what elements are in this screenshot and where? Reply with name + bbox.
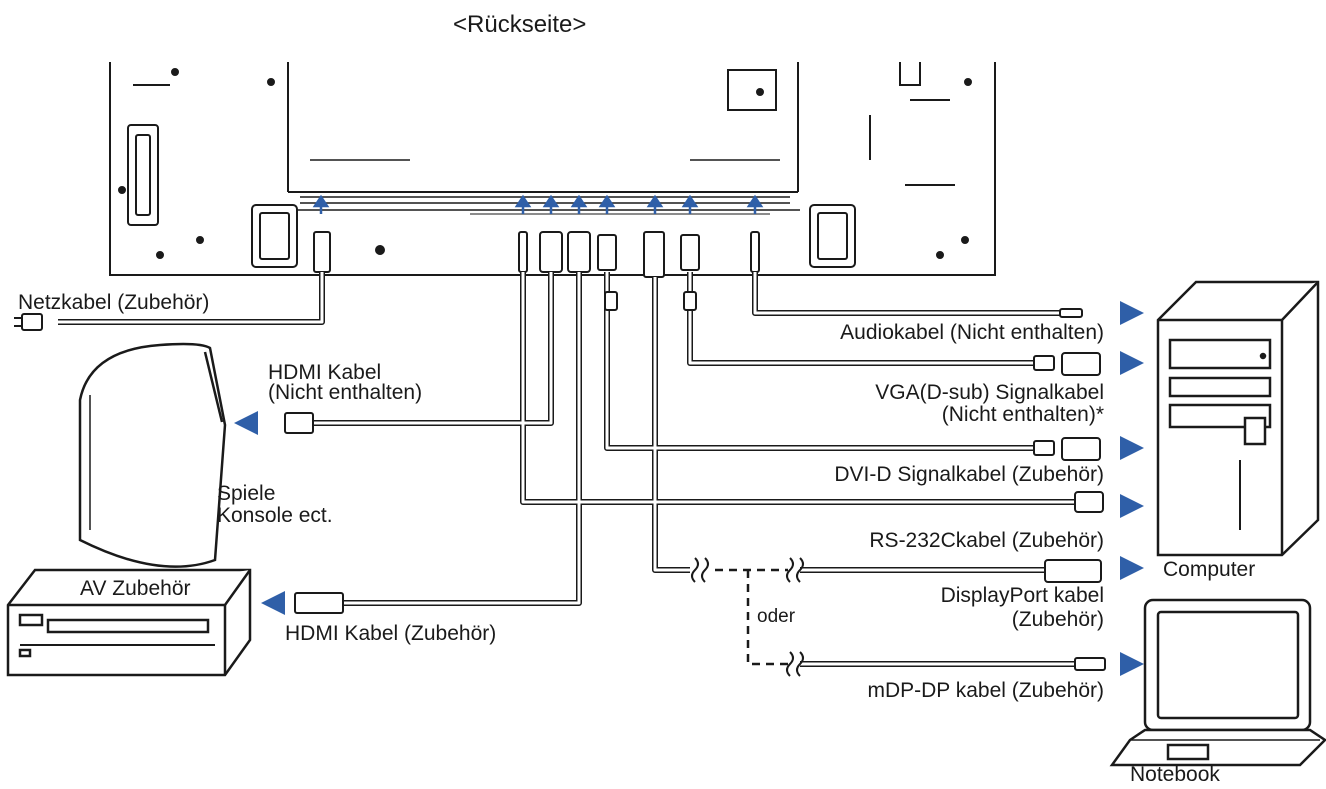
label-vga-2: (Nicht enthalten)* xyxy=(941,403,1104,426)
cable-displayport xyxy=(652,277,690,573)
label-vga-1: VGA(D-sub) Signalkabel xyxy=(875,381,1104,404)
direction-arrows xyxy=(234,301,1144,676)
port-arrow-hdmi2 xyxy=(570,194,588,214)
power-plug-end xyxy=(21,313,43,331)
label-hdmi-console-1: HDMI Kabel xyxy=(268,361,382,384)
label-console-1: Spiele xyxy=(217,482,276,505)
label-notebook: Notebook xyxy=(1130,763,1220,786)
port-arrow-dvi xyxy=(598,194,616,214)
port-arrow-audio-in xyxy=(514,194,532,214)
notebook-device xyxy=(1109,598,1326,767)
cable-hdmi-av xyxy=(340,272,582,606)
label-hdmi-console-2: (Nicht enthalten) xyxy=(268,381,423,404)
connector-plugs xyxy=(313,231,760,278)
hdmi-end-av xyxy=(294,592,344,614)
dvi-end xyxy=(1061,437,1101,461)
av-device xyxy=(6,568,252,677)
port-arrow-dp xyxy=(646,194,664,214)
hdmi-plug-2 xyxy=(567,231,591,273)
audio-plug-2 xyxy=(750,231,760,273)
vga-ferrite xyxy=(1033,355,1055,371)
game-console-device xyxy=(78,342,227,568)
port-arrow-audio-pc xyxy=(746,194,764,214)
label-dvi: DVI-D Signalkabel (Zubehör) xyxy=(834,463,1104,486)
label-av: AV Zubehör xyxy=(80,577,191,600)
port-arrow-power xyxy=(312,194,330,214)
label-computer: Computer xyxy=(1163,558,1256,581)
port-arrow-hdmi1 xyxy=(542,194,560,214)
label-hdmi-av: HDMI Kabel (Zubehör) xyxy=(285,622,497,645)
mdp-end xyxy=(1074,657,1106,671)
alternative-dashed-lines xyxy=(715,568,788,666)
label-netzkabel: Netzkabel (Zubehör) xyxy=(18,291,210,314)
label-displayport-2: (Zubehör) xyxy=(1011,608,1104,631)
label-console-2: Konsole ect. xyxy=(217,504,333,527)
power-plug xyxy=(313,231,331,273)
audio-end xyxy=(1059,308,1083,318)
vga-plug xyxy=(680,234,700,271)
dvi-ferrite-top xyxy=(604,291,618,311)
dvi-ferrite xyxy=(1033,440,1055,456)
vga-end xyxy=(1061,352,1101,376)
hdmi-plug-1 xyxy=(539,231,563,273)
displayport-end xyxy=(1044,559,1102,583)
audio-plug-1 xyxy=(518,231,528,273)
port-arrow-vga xyxy=(681,194,699,214)
vga-ferrite-top xyxy=(683,291,697,311)
computer-tower-device xyxy=(1156,280,1320,557)
cable-vga xyxy=(687,272,1040,366)
dvi-plug xyxy=(597,234,617,271)
hdmi-end-console xyxy=(284,412,314,434)
cable-end-connectors xyxy=(14,291,1106,671)
title-rear-side: <Rückseite> xyxy=(453,11,587,38)
label-audio: Audiokabel (Nicht enthalten) xyxy=(840,321,1104,344)
dp-plug xyxy=(643,231,665,278)
label-displayport-1: DisplayPort kabel xyxy=(940,584,1104,607)
port-arrows xyxy=(312,194,764,214)
monitor-rear-panel xyxy=(109,62,996,276)
label-oder: oder xyxy=(757,606,796,627)
label-mdp: mDP-DP kabel (Zubehör) xyxy=(867,679,1104,702)
cable-break-marks xyxy=(691,557,804,677)
cable-audio xyxy=(752,272,1060,316)
label-rs232: RS-232Ckabel (Zubehör) xyxy=(869,529,1104,552)
rs232-end xyxy=(1074,491,1104,513)
cables-inner xyxy=(58,272,1075,666)
